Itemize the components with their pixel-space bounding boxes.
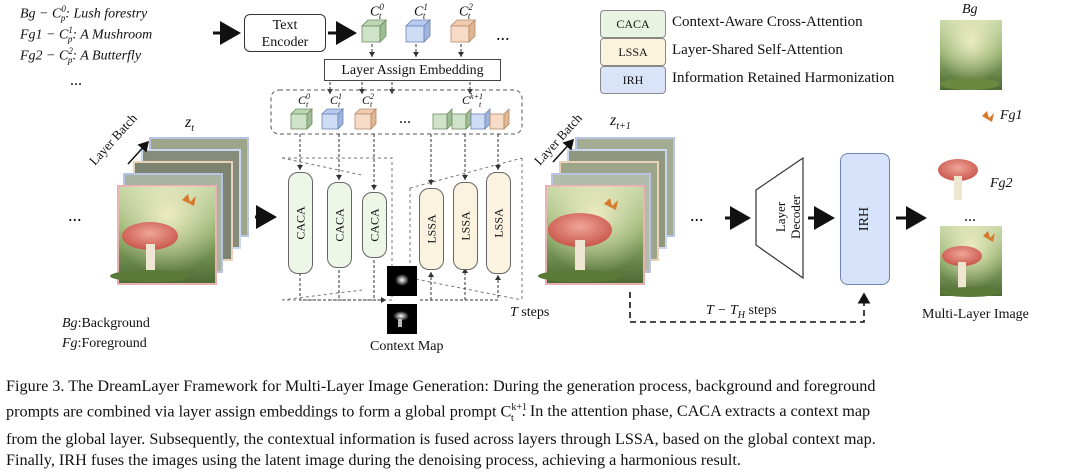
figure-caption: Figure 3. The DreamLayer Framework for M… [6, 376, 1076, 471]
prompt-fg2-sym: Fg2 − C [20, 48, 69, 64]
zt1-image-stack [538, 137, 675, 285]
token-c1-top [405, 19, 431, 43]
bg-thumb [940, 20, 1002, 90]
left-ellipsis: ... [68, 205, 82, 225]
fg1-thumb-label: Fg1 [1000, 108, 1023, 123]
bg-thumb-label: Bg [962, 2, 978, 17]
layer-assign-embedding: Layer Assign Embedding [324, 59, 501, 81]
token-top-ellipsis: ... [496, 24, 510, 44]
prompt-fg1-sup: 1 [68, 25, 73, 35]
token-label-c1-top: C1t [414, 2, 428, 22]
token-label-c2-mid: C2t [362, 92, 375, 110]
prompt-fg1-sub: p [67, 34, 73, 45]
token-label-c2-top: C2t [459, 2, 473, 22]
prompt-bg-text: : Lush forestry [65, 6, 148, 22]
fg2-thumb [938, 159, 978, 200]
decoder-ellipsis: ... [690, 205, 704, 225]
irh-block: IRH [840, 153, 890, 285]
lssa-block-3: LSSA [486, 172, 511, 274]
fg-legend: Fg:Foreground [62, 336, 147, 351]
bg-legend: Bg:Background [62, 316, 150, 331]
prompt-fg1: Fg1 − C1p: A Mushroom [20, 25, 152, 44]
zt-image-stack [110, 137, 249, 285]
token-container [270, 89, 523, 135]
lssa-block-1: LSSA [419, 188, 444, 270]
caption-line-4: Finally, IRH fuses the images using the … [6, 450, 741, 469]
legend-caca-desc: Context-Aware Cross-Attention [672, 14, 863, 30]
caca-block-3: CACA [362, 192, 387, 258]
token-label-c1-mid: C1t [330, 92, 343, 110]
token-label-global-mid: Ck+1t [462, 92, 483, 110]
legend-irh-box: IRH [600, 66, 666, 94]
multi-ellipsis: ... [964, 208, 976, 225]
framework-diagram [110, 19, 1002, 334]
caca-block-1: CACA [288, 172, 313, 274]
prompt-fg1-sym: Fg1 − C [20, 27, 69, 43]
token-c0-top [361, 19, 387, 43]
token-c1-mid [321, 108, 344, 130]
token-c2-top [450, 19, 476, 43]
prompt-fg2: Fg2 − C2p: A Butterfly [20, 46, 141, 65]
token-mid-ellipsis: ... [399, 110, 411, 127]
prompt-fg2-sub: p [67, 55, 73, 66]
caption-line-1: Figure 3. The DreamLayer Framework for M… [6, 377, 876, 395]
prompt-bg-sub: p [60, 13, 66, 24]
caption-line-3: from the global layer. Subsequently, the… [6, 429, 876, 448]
fg2-thumb-label: Fg2 [990, 176, 1013, 191]
legend-irh-desc: Information Retained Harmonization [672, 70, 895, 86]
text-encoder-box: Text Encoder [244, 14, 326, 52]
lssa-block-2: LSSA [453, 182, 478, 270]
context-map-label: Context Map [370, 339, 444, 354]
t-th-steps-label: T − TH steps [706, 303, 777, 321]
prompt-fg1-text: : A Mushroom [72, 27, 153, 43]
t-steps-label: T steps [510, 305, 550, 320]
prompt-ellipsis: ... [70, 72, 82, 89]
prompt-fg2-text: : A Butterfly [72, 48, 142, 64]
zt1-label: zt+1 [610, 112, 631, 133]
zt-label: zt [185, 114, 195, 135]
prompt-bg-sup: 0 [61, 4, 66, 14]
multi-layer-label: Multi-Layer Image [922, 307, 1029, 322]
legend-lssa-box: LSSA [600, 38, 666, 66]
caca-block-2: CACA [327, 182, 352, 268]
multi-layer-thumb [940, 226, 1002, 297]
token-label-c0-mid: C0t [298, 92, 311, 110]
token-global-mid [432, 108, 510, 130]
fg1-thumb [982, 111, 994, 122]
prompt-fg2-sup: 2 [68, 46, 73, 56]
caption-line-2: prompts are combined via layer assign em… [6, 402, 871, 424]
token-label-c0-top: C0t [370, 2, 384, 22]
token-c0-mid [290, 108, 313, 130]
prompt-bg: Bg − C0p: Lush forestry [20, 4, 147, 23]
layer-decoder-shape [755, 156, 804, 280]
token-c2-mid [354, 108, 377, 130]
text-encoder-line2: Encoder [261, 35, 309, 50]
legend-lssa-desc: Layer-Shared Self-Attention [672, 42, 843, 58]
text-encoder-line1: Text [272, 18, 298, 33]
prompt-bg-sym: Bg − C [20, 6, 62, 22]
legend-caca-box: CACA [600, 10, 666, 38]
